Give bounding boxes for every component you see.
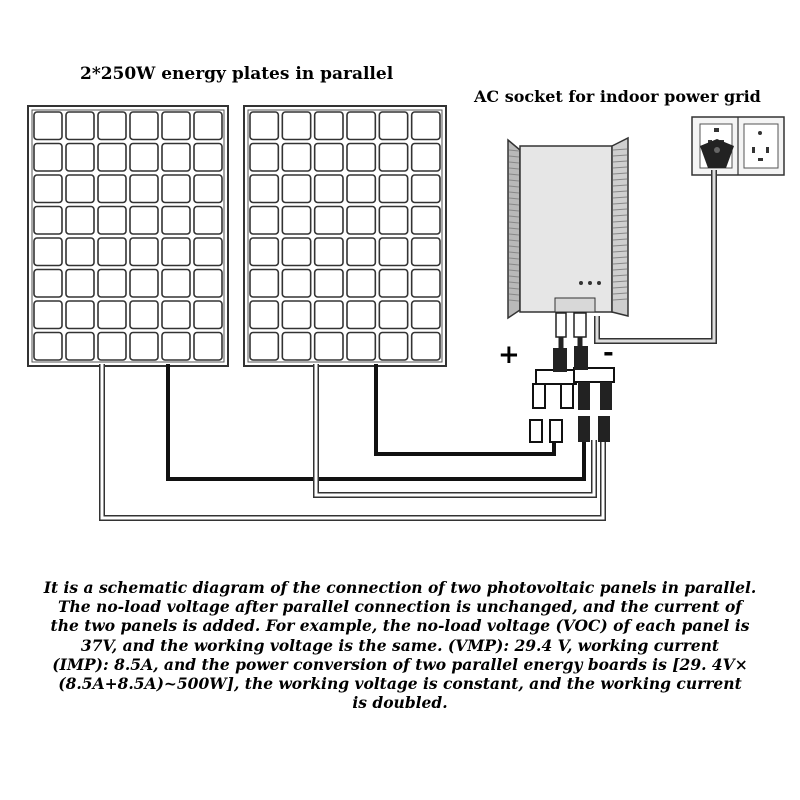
caption-line: (8.5A+8.5A)~500W], the working voltage i… — [58, 674, 742, 694]
mc4-connector-icon — [529, 346, 615, 443]
caption-line: The no-load voltage after parallel conne… — [58, 597, 742, 617]
panels-title: 2*250W energy plates in parallel — [80, 64, 394, 84]
caption-line: (IMP): 8.5A, and the power conversion of… — [52, 654, 748, 674]
caption-line: 37V, and the working voltage is the same… — [80, 635, 720, 655]
caption-line: the two panels is added. For example, th… — [50, 616, 750, 636]
negative-sign: - — [603, 338, 614, 368]
socket-title: AC socket for indoor power grid — [474, 87, 761, 106]
wiring-diagram — [27, 105, 785, 521]
positive-sign: + — [498, 340, 520, 370]
ac-socket-icon — [691, 116, 785, 176]
solar-panel-right-icon — [243, 105, 447, 367]
caption: It is a schematic diagram of the connect… — [0, 578, 800, 712]
caption-line: is doubled. — [352, 693, 448, 713]
dc-wiring — [99, 337, 606, 521]
solar-panel-left-icon — [27, 105, 229, 367]
inverter-icon — [507, 136, 629, 338]
caption-line: It is a schematic diagram of the connect… — [43, 578, 757, 597]
